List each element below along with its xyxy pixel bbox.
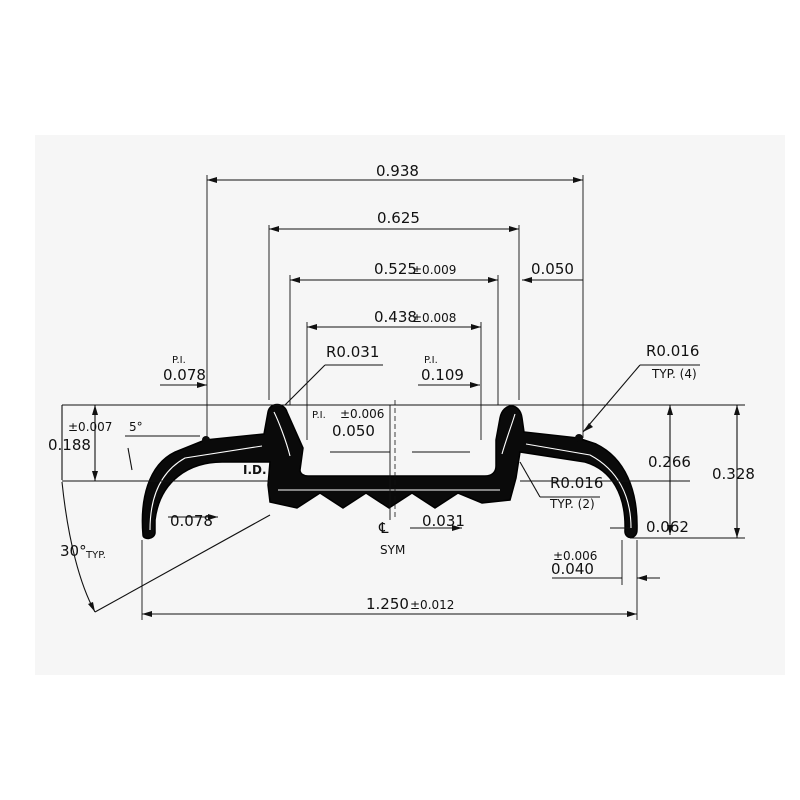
dimension-labels: 0.938 0.625 0.525 ±0.009 0.050 0.438 ±0.…	[48, 162, 755, 613]
sym-label: SYM	[380, 543, 405, 557]
dim-625: 0.625	[377, 209, 420, 227]
extrusion-profile	[141, 403, 638, 540]
dim-overall-top: 0.938	[376, 162, 419, 180]
tol-1250: ±0.012	[410, 598, 454, 612]
dim-overall-bottom: 1.250	[366, 595, 409, 613]
tol-006-mid: ±0.006	[340, 407, 384, 421]
left-lip-bump	[202, 436, 210, 444]
id-label: I.D.	[243, 463, 267, 477]
profile-inner-left-bead	[273, 411, 291, 457]
typ-2: TYP. (2)	[549, 497, 595, 511]
angle-30: 30°	[60, 542, 87, 560]
profile-body	[141, 403, 638, 540]
dim-050-center: 0.050	[332, 422, 375, 440]
tol-006-bottom: ±0.006	[553, 549, 597, 563]
dim-266: 0.266	[648, 453, 691, 471]
dim-525: 0.525	[374, 260, 417, 278]
profile-inner-right-bead	[501, 413, 516, 455]
dim-050-right: 0.050	[531, 260, 574, 278]
angle-5: 5°	[129, 420, 143, 434]
dim-078-bottom: 0.078	[170, 512, 213, 530]
dim-040: 0.040	[551, 560, 594, 578]
dim-109: 0.109	[421, 366, 464, 384]
centerline-symbol: ℄	[378, 519, 389, 537]
tol-007: ±0.007	[68, 420, 112, 434]
pi-left: P.I.	[172, 355, 186, 366]
tol-525: ±0.009	[412, 263, 456, 277]
dim-031: 0.031	[422, 512, 465, 530]
radius-031: R0.031	[326, 343, 379, 361]
typ-4: TYP. (4)	[651, 367, 697, 381]
dim-062: 0.062	[646, 518, 689, 536]
dim-188: 0.188	[48, 436, 91, 454]
profile-inner-left-lip	[149, 445, 263, 531]
angle-30-typ: TYP.	[85, 550, 106, 561]
extension-lines	[62, 175, 745, 620]
pi-mid: P.I.	[312, 410, 326, 421]
dimension-lines	[61, 177, 740, 617]
tol-438: ±0.008	[412, 311, 456, 325]
radius-016-top: R0.016	[646, 342, 699, 360]
right-lip-bump	[575, 434, 583, 442]
radius-016-bottom: R0.016	[550, 474, 603, 492]
dim-438: 0.438	[374, 308, 417, 326]
dim-078-top: 0.078	[163, 366, 206, 384]
pi-center: P.I.	[424, 355, 438, 366]
dim-328: 0.328	[712, 465, 755, 483]
profile-inner-right-lip	[525, 443, 632, 529]
